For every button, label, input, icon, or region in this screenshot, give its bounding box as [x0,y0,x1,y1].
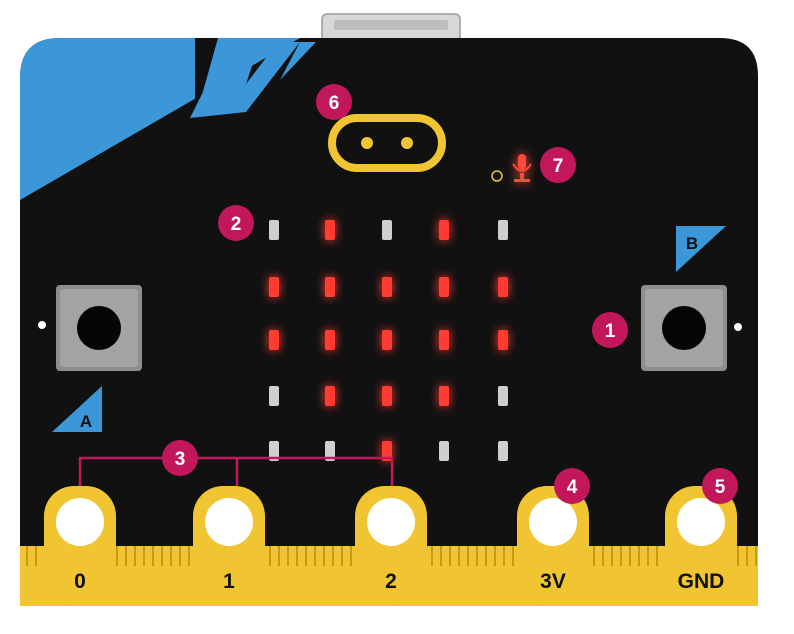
pin-gnd-pad[interactable]: GND [665,486,737,606]
callout-7: 7 [540,147,576,183]
callout-1-label: 1 [605,321,616,342]
led-matrix [269,220,508,461]
led-0-3 [439,220,449,240]
pin-0-pad[interactable]: 0 [44,486,116,606]
pins-bracket [78,456,394,496]
callout-4: 4 [554,468,590,504]
touch-logo-icon[interactable] [328,114,446,172]
board-hole-left [38,321,46,329]
callout-2: 2 [218,205,254,241]
led-1-0 [269,277,279,297]
button-a-marker [52,386,102,432]
callout-1: 1 [592,312,628,348]
pin-2-pad[interactable]: 2 [355,486,427,606]
pin-3v-label: 3V [540,570,566,593]
pin-2-label: 2 [385,570,397,593]
led-4-2 [382,441,392,461]
led-1-4 [498,277,508,297]
led-0-0 [269,220,279,240]
led-2-4 [498,330,508,350]
pin-1-pad[interactable]: 1 [193,486,265,606]
callout-6: 6 [316,84,352,120]
pin-0-label: 0 [74,570,86,593]
led-3-4 [498,386,508,406]
led-0-4 [498,220,508,240]
led-0-1 [325,220,335,240]
pin-3v-pad[interactable]: 3V [517,486,589,606]
button-b-label: B [686,234,698,253]
board-hole-right [734,323,742,331]
button-b[interactable]: B [641,226,742,371]
board-stripe-2 [190,42,300,118]
led-3-1 [325,386,335,406]
callout-3: 3 [162,440,198,476]
pin-1-label: 1 [223,570,235,593]
led-1-3 [439,277,449,297]
led-0-2 [382,220,392,240]
button-b-marker [676,226,726,272]
callout-2-label: 2 [231,214,242,235]
led-2-2 [382,330,392,350]
led-4-3 [439,441,449,461]
led-3-2 [382,386,392,406]
led-1-2 [382,277,392,297]
led-3-0 [269,386,279,406]
pin-gnd-label: GND [678,570,725,593]
microphone-indicator [491,154,532,182]
callout-5: 5 [702,468,738,504]
board [20,38,758,606]
callout-5-label: 5 [715,477,726,498]
led-1-1 [325,277,335,297]
board-stripe-3 [280,42,316,80]
led-4-1 [325,441,335,461]
led-4-4 [498,441,508,461]
button-a-label: A [80,412,92,431]
led-2-1 [325,330,335,350]
callout-4-label: 4 [567,477,578,498]
callout-6-label: 6 [329,93,340,114]
callout-3-label: 3 [175,449,186,470]
microphone-icon [512,154,532,182]
callout-7-label: 7 [553,156,564,177]
led-4-0 [269,441,279,461]
led-2-0 [269,330,279,350]
microphone-hole [491,170,503,182]
edge-connector: 0 1 2 3V GND [20,486,758,606]
led-3-3 [439,386,449,406]
usb-connector [321,13,461,45]
led-2-3 [439,330,449,350]
button-a[interactable]: A [38,285,142,432]
